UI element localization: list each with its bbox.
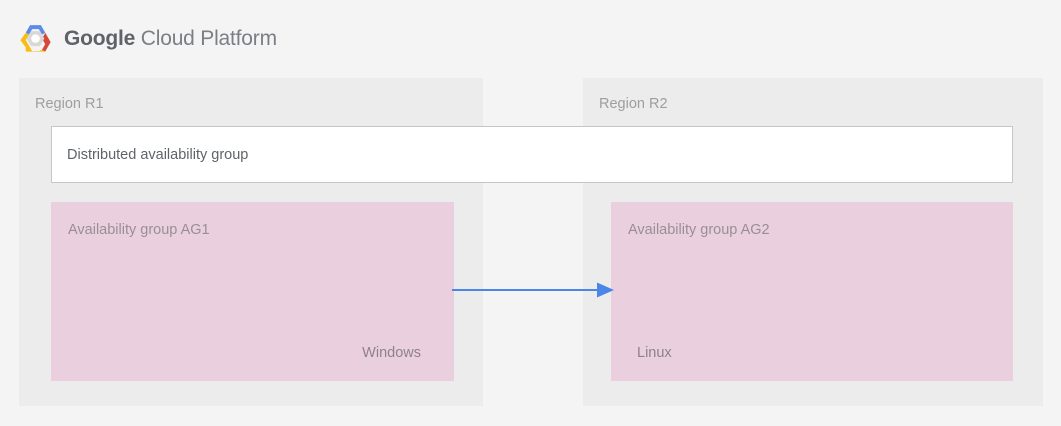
brand-header: Google Cloud Platform	[19, 18, 419, 58]
distributed-availability-group-label: Distributed availability group	[67, 146, 249, 163]
region-label-r2: Region R2	[599, 96, 668, 112]
availability-group-ag2-box: Availability group AG2 Linux	[611, 202, 1013, 381]
availability-group-ag1-box: Availability group AG1 Windows	[51, 202, 454, 381]
brand-wordmark: Google Cloud Platform	[64, 28, 277, 49]
brand-name-google: Google	[64, 26, 136, 50]
region-label-r1: Region R1	[35, 96, 104, 112]
availability-group-ag1-title: Availability group AG1	[68, 222, 210, 238]
google-cloud-platform-hexagon-logo-icon	[20, 24, 51, 52]
availability-group-ag1-os-label: Windows	[362, 345, 421, 361]
replication-arrow-right-icon	[452, 282, 614, 298]
distributed-availability-group-box: Distributed availability group	[51, 126, 1013, 183]
availability-group-ag2-title: Availability group AG2	[628, 222, 770, 238]
availability-group-ag2-os-label: Linux	[637, 345, 672, 361]
brand-name-cloud-platform: Cloud Platform	[140, 26, 277, 50]
